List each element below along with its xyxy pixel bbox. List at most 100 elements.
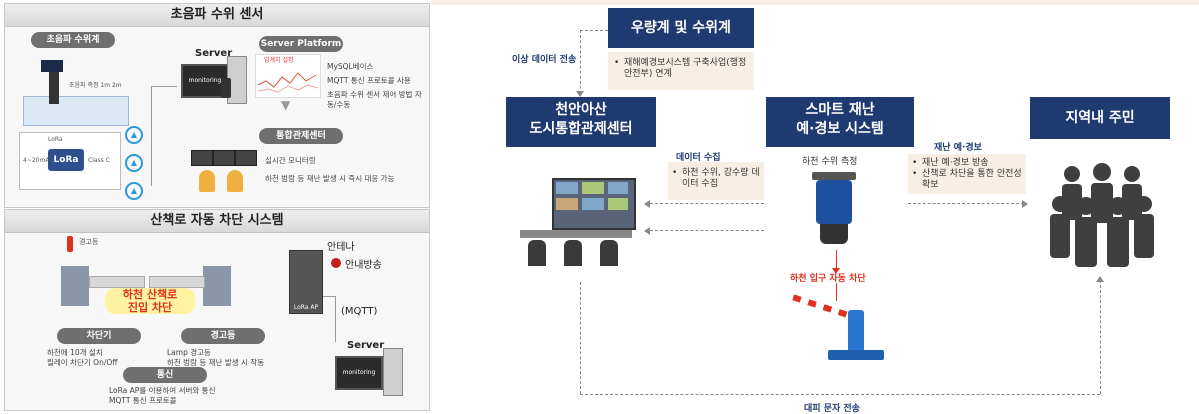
platform-bullet: MQTT 통신 프로토콜 사용 [327,76,411,85]
sms-path-line [580,282,581,394]
center-bullet: 실시간 모니터링 [265,156,316,165]
barrier-bullet: 릴레이 차단기 On/Off [47,358,118,367]
data-collect-line [650,230,764,231]
lora-logo-text: LoRa [53,155,79,165]
antenna-group: ▲ ▲ ▲ [119,124,149,204]
comm-pill: 통신 [123,367,207,383]
tablet-icon [221,78,231,98]
control-center-pill: 통합관제센터 [259,128,343,144]
arrow-down-icon [576,91,584,97]
sms-path-line [580,394,1100,395]
warning-bullet: 하천 범람 등 재난 발생 시 작동 [167,358,265,367]
comm-bullet: LoRa AP를 이용하여 서버와 통신 [109,386,216,395]
threshold-chart-lines [257,72,319,93]
sensor-pole [49,64,59,104]
walkway-panel-title: 산책로 자동 차단 시스템 [5,210,429,233]
comm-bullets: LoRa AP를 이용하여 서버와 통신 MQTT 통신 프로토콜 [109,386,279,406]
sensor-head [41,60,63,72]
water-measure-label: 하천 수위 측정 [802,157,858,167]
walkway-block-panel: 산책로 자동 차단 시스템 경고등 하천 산책로 진입 차단 안테나 안내방송 … [4,209,430,411]
warning-bullets: Lamp 경고등 하천 범람 등 재난 발생 시 작동 [167,348,297,368]
data-collect-note: 하천 수위, 강수량 데이터 수집 [668,162,764,200]
connector-line [323,296,335,297]
warning-bullet: Lamp 경고등 [167,348,211,357]
operators-illustration [191,150,257,198]
platform-bullet: MySQL베이스 [327,62,374,71]
smart-alert-system-box: 스마트 재난 예·경보 시스템 [766,97,914,147]
center-bullet: 하천 범람 등 재난 발생 시 즉시 대응 가능 [265,174,395,183]
control-center-box: 천안아산 도시통합관제센터 [506,97,656,147]
threshold-chart: 임계치 설정 [255,54,321,98]
down-arrow-icon: ▼ [281,98,291,112]
server-monitor-text: monitoring [188,77,222,84]
ultrasonic-panel-title: 초음파 수위 센서 [5,4,429,27]
server-title: Server [347,340,385,351]
lora-node-box: LoRa 4~20mA LoRa Class C [19,132,121,190]
platform-bullet: 초음파 수위 센서 제어 방법 자동/수동 [327,90,422,109]
abnormal-data-line [580,30,608,31]
rain-gauge-box: 우량계 및 수위계 [608,8,754,48]
ultrasonic-sensor-device [812,172,856,248]
lora-ap-label: LoRa AP [293,304,319,311]
rain-gauge-bullet: 재해예경보시스템 구축사업(행정안전부) 연계 [614,58,750,80]
control-room-illustration [516,176,636,272]
connector-line [335,296,336,342]
arrow-left-icon [644,227,650,235]
speaker-icon [331,258,341,268]
mqtt-label: (MQTT) [341,306,378,317]
gate-block-sign: 하천 산책로 진입 차단 [105,288,195,314]
broadcast-label: 안내방송 [345,260,382,271]
sms-label: 대피 문자 전송 [804,404,860,414]
sensor-note: 초음파 측정 1m 2m [69,82,122,89]
ultrasonic-gauge-pill: 초음파 수위계 [31,32,115,48]
warning-light-icon [67,236,73,252]
warning-light-pill: 경고등 [181,328,265,344]
comm-bullet: MQTT 통신 프로토콜 [109,396,177,405]
lora-logo: LoRa [48,149,84,171]
antenna-icon: ▲ [125,182,143,200]
server-monitor-text: monitoring [342,369,376,376]
residents-box: 지역내 주민 [1030,97,1170,139]
connector-line [151,86,177,87]
platform-bullets: MySQL베이스 MQTT 통신 프로토콜 사용 초음파 수위 센서 제어 방법… [327,62,427,110]
data-collect-line [650,203,764,204]
threshold-chart-label: 임계치 설정 [264,57,294,64]
lora-ap-box: LoRa AP [289,250,323,314]
lora-label: LoRa [48,136,63,143]
people-silhouettes [1050,163,1154,267]
ultrasonic-sensor-panel: 초음파 수위 센서 초음파 수위계 초음파 측정 1m 2m LoRa 4~20… [4,3,430,208]
warning-light-label: 경고등 [79,238,99,246]
auto-block-label: 하천 입구 자동 차단 [790,274,866,284]
center-bullets: 실시간 모니터링 하천 범람 등 재난 발생 시 즉시 대응 가능 [265,156,425,184]
server-monitor: monitoring [335,356,383,390]
disaster-alert-label: 재난 예·경보 [934,143,982,153]
sensor-illustration: 초음파 측정 1m 2m [19,56,129,126]
lora-input-label: 4~20mA [23,157,50,164]
sms-path-line [1100,280,1101,394]
server-platform-pill: Server Platform [259,36,343,52]
data-collect-bullet: 하천 수위, 강수량 데이터 수집 [672,168,762,190]
barrier-bullet: 하천에 10개 설치 [47,348,103,357]
arrow-up-icon [1096,276,1104,282]
barrier-gate-illustration [788,294,884,366]
abnormal-data-label: 이상 데이터 전송 [512,55,577,65]
arrow-down-icon [832,268,840,274]
arrow-right-icon [1022,200,1028,208]
alert-bullet: 산책로 차단을 통한 안전성 확보 [912,169,1024,191]
disaster-alert-note: 재난 예·경보 방송 산책로 차단을 통한 안전성 확보 [908,154,1026,194]
barrier-bullets: 하천에 10개 설치 릴레이 차단기 On/Off [47,348,157,368]
gate-illustration [61,256,231,312]
people-icon [1046,160,1158,276]
water-tank [23,96,129,126]
antenna-label: 안테나 [327,242,355,253]
antenna-icon: ▲ [125,154,143,172]
block-connector [836,283,837,301]
data-collect-label: 데이터 수집 [676,153,721,163]
connector-line [151,86,152,186]
abnormal-data-line [580,30,581,94]
arrow-left-icon [644,200,650,208]
lora-class-label: Class C [88,157,110,164]
server-tower-icon [383,348,403,396]
diagram-top-strip [432,0,1199,5]
antenna-icon: ▲ [125,126,143,144]
